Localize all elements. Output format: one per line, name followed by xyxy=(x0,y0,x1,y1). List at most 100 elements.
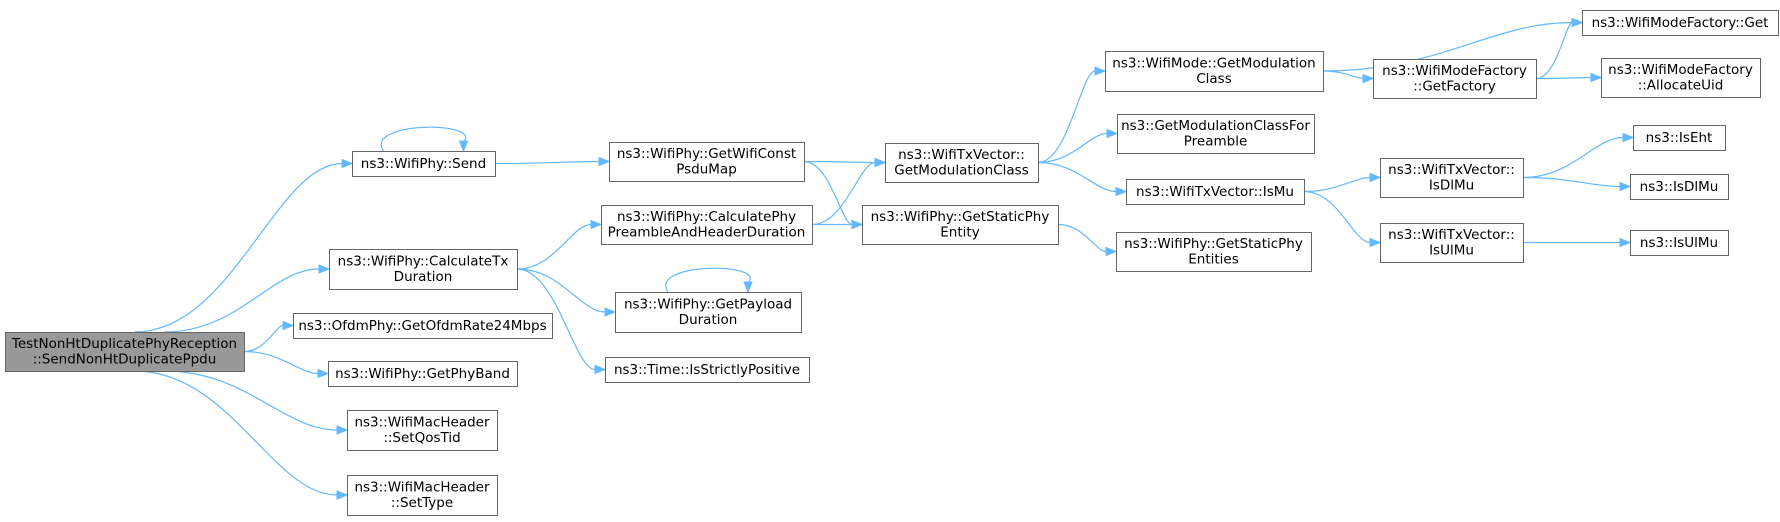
edge-line xyxy=(1322,70,1364,80)
node-label-line: ns3::WifiModeFactory::Get xyxy=(1592,15,1769,31)
edge-line xyxy=(380,126,467,152)
node-label-line: ns3::WifiTxVector::IsMu xyxy=(1136,184,1294,200)
node-box xyxy=(1601,58,1761,98)
node-txmod[interactable]: ns3::WifiTxVector::GetModulationClass xyxy=(885,143,1039,183)
node-label-line: PsduMap xyxy=(676,162,737,178)
node-box xyxy=(1380,223,1524,263)
node-qostid[interactable]: ns3::WifiMacHeader::SetQosTid xyxy=(347,410,498,451)
node-label-line: ns3::WifiTxVector:: xyxy=(1388,227,1515,243)
edge-arrowhead xyxy=(1115,186,1128,197)
edge-preamble-to-txmod xyxy=(811,157,887,226)
edge-line xyxy=(516,268,596,371)
node-label-line: ns3::WifiPhy::GetPhyBand xyxy=(335,366,510,382)
edge-factory-to-allocuid xyxy=(1535,72,1603,83)
edge-line xyxy=(1522,176,1621,188)
node-box xyxy=(885,143,1039,183)
edge-root-to-phyband xyxy=(243,350,330,379)
node-label-line: ns3::WifiMacHeader xyxy=(354,480,490,496)
edge-root-to-calctx xyxy=(164,264,331,333)
edge-line xyxy=(665,267,751,293)
edge-line xyxy=(1535,21,1573,80)
edge-line xyxy=(164,268,320,333)
node-factory[interactable]: ns3::WifiModeFactory::GetFactory xyxy=(1373,59,1537,99)
edge-arrowhead xyxy=(1571,17,1584,28)
edge-arrowhead xyxy=(336,425,349,435)
edge-layer xyxy=(134,17,1635,500)
node-isdlmu_tx[interactable]: ns3::WifiTxVector::IsDlMu xyxy=(1380,158,1524,198)
node-root[interactable]: TestNonHtDuplicatePhyReception::SendNonH… xyxy=(5,332,245,372)
node-label-line: Preamble xyxy=(1184,134,1248,150)
node-label-line: ns3::WifiMacHeader xyxy=(354,415,490,431)
node-box xyxy=(1105,51,1324,92)
edge-arrowhead xyxy=(1619,237,1632,248)
edge-arrowhead xyxy=(1590,72,1603,83)
node-label-line: ns3::WifiTxVector:: xyxy=(1388,162,1515,178)
node-send[interactable]: ns3::WifiPhy::Send xyxy=(352,151,496,177)
edge-line xyxy=(164,370,338,431)
edge-arrowhead xyxy=(318,264,331,274)
node-preamble[interactable]: ns3::WifiPhy::CalculatePhyPreambleAndHea… xyxy=(601,205,813,245)
edge-isdlmu_tx-to-iseht xyxy=(1522,132,1635,179)
node-label-line: Duration xyxy=(679,312,738,328)
node-box xyxy=(1582,10,1779,36)
edge-arrowhead xyxy=(1619,181,1632,192)
edge-arrowhead xyxy=(1105,246,1118,257)
node-allocuid[interactable]: ns3::WifiModeFactory::AllocateUid xyxy=(1601,58,1761,98)
node-box xyxy=(352,151,496,177)
edge-payload-to-payload xyxy=(665,267,753,294)
edge-line xyxy=(1322,21,1573,72)
edge-arrowhead xyxy=(851,219,864,230)
edge-send-to-send xyxy=(380,126,469,153)
node-label-line: ns3::WifiPhy::GetStaticPhy xyxy=(1124,236,1303,252)
node-isulmu[interactable]: ns3::IsUlMu xyxy=(1630,230,1729,256)
node-ofdm[interactable]: ns3::OfdmPhy::GetOfdmRate24Mbps xyxy=(293,313,553,339)
node-label-line: ::SetQosTid xyxy=(383,430,460,446)
node-box xyxy=(347,410,498,451)
edge-line xyxy=(1057,223,1107,253)
node-box xyxy=(5,332,245,372)
edge-line xyxy=(1037,132,1108,164)
node-label-line: ns3::WifiPhy::GetWifiConst xyxy=(617,146,796,162)
edge-line xyxy=(1303,176,1371,193)
edge-modemod-to-factory xyxy=(1322,70,1375,84)
node-strictly[interactable]: ns3::Time::IsStrictlyPositive xyxy=(605,357,810,383)
node-isdlmu[interactable]: ns3::IsDlMu xyxy=(1630,174,1729,200)
edge-line xyxy=(1037,70,1096,164)
edge-line xyxy=(494,160,600,165)
node-box xyxy=(347,475,498,516)
node-layer: TestNonHtDuplicatePhyReception::SendNonH… xyxy=(5,10,1779,516)
edge-calctx-to-preamble xyxy=(516,219,603,270)
node-modemod[interactable]: ns3::WifiMode::GetModulationClass xyxy=(1105,51,1324,92)
node-box xyxy=(862,205,1059,245)
edge-line xyxy=(516,268,606,313)
node-isulmu_tx[interactable]: ns3::WifiTxVector::IsUlMu xyxy=(1380,223,1524,263)
edge-root-to-ofdm xyxy=(243,320,295,353)
node-box xyxy=(1117,114,1315,154)
edge-line xyxy=(1037,161,1117,193)
node-label-line: ns3::WifiPhy::Send xyxy=(361,156,486,172)
node-label-line: TestNonHtDuplicatePhyReception xyxy=(11,336,237,352)
edge-staticent-to-staticents xyxy=(1057,223,1118,257)
node-label-line: IsDlMu xyxy=(1429,178,1474,194)
edge-arrowhead xyxy=(1369,237,1382,248)
node-phyband[interactable]: ns3::WifiPhy::GetPhyBand xyxy=(328,361,518,387)
edge-line xyxy=(1522,136,1624,179)
node-factget[interactable]: ns3::WifiModeFactory::Get xyxy=(1582,10,1779,36)
node-settype[interactable]: ns3::WifiMacHeader::SetType xyxy=(347,475,498,516)
node-iseht[interactable]: ns3::IsEht xyxy=(1633,125,1726,151)
node-label-line: ns3::Time::IsStrictlyPositive xyxy=(614,362,800,378)
node-label-line: ns3::WifiPhy::CalculateTx xyxy=(338,254,509,270)
edge-line xyxy=(134,370,338,496)
edge-line xyxy=(1303,190,1371,244)
edge-arrowhead xyxy=(317,368,330,379)
node-box xyxy=(605,357,810,383)
edge-arrowhead xyxy=(1622,132,1635,143)
node-ismu[interactable]: ns3::WifiTxVector::IsMu xyxy=(1126,179,1305,205)
node-label-line: ns3::IsUlMu xyxy=(1640,235,1718,251)
